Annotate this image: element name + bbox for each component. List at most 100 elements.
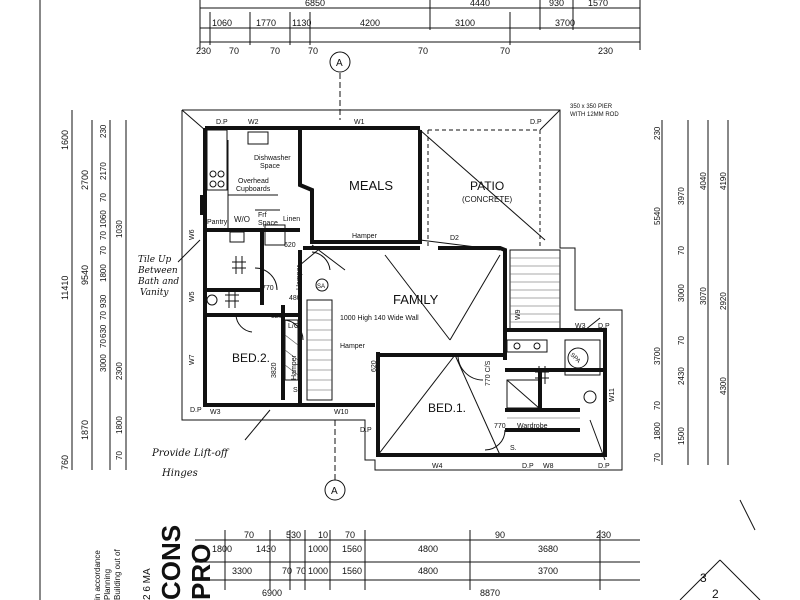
- dim-top-70d: 70: [418, 46, 428, 56]
- dim-left-1060: 1060: [99, 210, 108, 228]
- bath-left-grid: [225, 256, 246, 308]
- ensuite-right: [506, 339, 601, 409]
- dim-bot-70b: 70: [296, 566, 306, 576]
- label-w11: W11: [609, 388, 616, 402]
- dim-bot-3700: 3700: [538, 566, 558, 576]
- smoke-alarm-icon: SA: [315, 278, 329, 292]
- label-door-770b: 770: [494, 423, 506, 430]
- label-pier-note-2: WITH 12MM ROD: [570, 112, 619, 118]
- label-cupboards: Cupboards: [236, 186, 271, 193]
- stamp-date: 2 6 MA: [142, 568, 153, 600]
- label-wardrobe: Wardrobe: [517, 423, 548, 430]
- label-hamper-family: Hamper: [340, 343, 366, 350]
- label-w9: W9: [515, 309, 522, 320]
- label-wo-space: Space: [258, 220, 278, 227]
- note-line-2: Between: [137, 266, 178, 276]
- dim-right-70b: 70: [677, 336, 686, 345]
- dim-top-4200: 4200: [360, 18, 380, 28]
- note-bottom-1: Provide Lift-off: [151, 448, 230, 459]
- dim-top-930: 930: [549, 0, 564, 8]
- dim-left-630: 630: [99, 324, 108, 338]
- dim-left-2300: 2300: [115, 362, 124, 380]
- dim-bot-1560b: 1560: [342, 566, 362, 576]
- dim-left-1870: 1870: [80, 420, 90, 440]
- note-line-3: Bath and: [137, 277, 179, 287]
- dim-right-230: 230: [653, 126, 662, 140]
- label-door-770cs: 770 C/S: [485, 360, 492, 386]
- bed2-robe: [284, 319, 299, 381]
- label-lc: L/C: [288, 323, 299, 330]
- room-patio-sub: (CONCRETE): [462, 195, 513, 204]
- dim-top-70a: 70: [229, 46, 239, 56]
- side-text-accordance: in accordance: [93, 550, 102, 600]
- dim-left-2700: 2700: [80, 170, 90, 190]
- dim-left-1600: 1600: [60, 130, 70, 150]
- dim-bot-top-90: 90: [495, 530, 505, 540]
- dim-right-4300: 4300: [719, 377, 728, 395]
- handwritten-hinge-note: Provide Lift-off Hinges: [151, 409, 271, 479]
- label-door-620b: 620: [371, 360, 378, 372]
- dim-left-9540: 9540: [80, 265, 90, 285]
- label-s-bed2: S.: [293, 387, 300, 394]
- handwritten-tile-note: Tile Up Between Bath and Vanity: [137, 239, 201, 298]
- label-door-3820: 3820: [271, 362, 278, 378]
- label-wo: W/O: [234, 215, 250, 224]
- label-dp-5: D.P: [190, 407, 202, 414]
- bottom-dimensions: 70 530 10 70 90 230 1800 1430 1000 1560 …: [195, 530, 640, 598]
- dim-top-4440: 4440: [470, 0, 490, 8]
- dim-top-3100: 3100: [455, 18, 475, 28]
- dim-bot-1560: 1560: [342, 544, 362, 554]
- dim-top-230b: 230: [598, 46, 613, 56]
- dim-top-230a: 230: [196, 46, 211, 56]
- internal-walls: [205, 140, 605, 432]
- label-pier-note-1: 350 x 350 PIER: [570, 104, 613, 110]
- dim-left-760: 760: [60, 455, 70, 470]
- room-bed2: BED.2.: [232, 351, 270, 365]
- dim-right-3000: 3000: [677, 284, 686, 302]
- label-dp-4: D.P: [598, 323, 610, 330]
- dim-bot-top-10: 10: [318, 530, 328, 540]
- dim-left-11410: 11410: [60, 276, 70, 300]
- label-overhead: Overhead: [238, 178, 269, 185]
- label-spa: SPA: [569, 352, 581, 364]
- dim-right-1500: 1500: [677, 427, 686, 445]
- dim-bot-1800: 1800: [212, 544, 232, 554]
- label-hamper-bed2: Hamper: [291, 354, 298, 380]
- dim-right-4040: 4040: [699, 172, 708, 190]
- label-w3-right: W3: [575, 323, 586, 330]
- label-dp-6: D.P: [360, 427, 372, 434]
- dim-right-2430: 2430: [677, 367, 686, 385]
- label-s-bed1: S.: [510, 445, 517, 452]
- note-line-4: Vanity: [140, 288, 169, 298]
- dim-left-230: 230: [99, 124, 108, 138]
- dim-right-70c: 70: [653, 401, 662, 410]
- section-marker-bottom: A: [324, 420, 346, 501]
- dim-bot-1430: 1430: [256, 544, 276, 554]
- label-hamper-vertical: Hamper: [296, 264, 303, 290]
- dim-bot-3680: 3680: [538, 544, 558, 554]
- label-w8: W8: [543, 463, 554, 470]
- dim-left-1800: 1800: [99, 264, 108, 282]
- right-dimensions: 230 5540 3970 70 3000 70 2430 70 1800 70…: [653, 120, 729, 465]
- dim-top-3700: 3700: [555, 18, 575, 28]
- dim-top-70e: 70: [500, 46, 510, 56]
- label-door-620: 620: [284, 242, 296, 249]
- dim-right-70d: 70: [653, 453, 662, 462]
- label-dishwasher-space: Space: [260, 163, 280, 170]
- corner-number-2: 2: [712, 587, 719, 600]
- label-dishwasher: Dishwasher: [254, 155, 291, 162]
- label-d2: D2: [450, 235, 459, 242]
- dim-bot-top-70b: 70: [345, 530, 355, 540]
- dim-left-70f: 70: [115, 451, 124, 460]
- stamp-cons: CONS: [156, 525, 186, 600]
- dim-top-6850: 6850: [305, 0, 325, 8]
- label-dp-3: D.P: [522, 463, 534, 470]
- dim-left-3000: 3000: [99, 354, 108, 372]
- label-door-480: 480: [289, 295, 301, 302]
- room-bed1: BED.1.: [428, 401, 466, 415]
- dim-bot-8870: 8870: [480, 588, 500, 598]
- left-dimensions: 1600 11410 760 2700 9540 1870 230 2170 7…: [60, 110, 127, 470]
- dim-left-2170: 2170: [99, 162, 108, 180]
- label-shelf-note: 1000 High 140 Wide Wall: [340, 315, 419, 322]
